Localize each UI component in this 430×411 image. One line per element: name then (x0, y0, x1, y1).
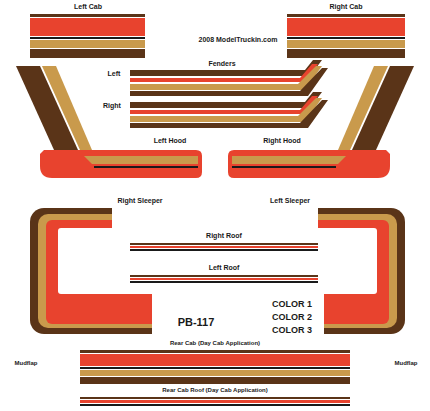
part-number: PB-117 (178, 316, 215, 328)
part-label: Right Hood (263, 137, 301, 145)
left-cab-stripe (30, 14, 145, 58)
part-label: Mudflap (15, 360, 38, 367)
right-roof-stripe (130, 243, 318, 251)
color-label: COLOR 1 (272, 300, 312, 310)
rear-cab-roof-stripe (80, 397, 350, 406)
left-fender-stripe (130, 60, 328, 96)
part-label: Left (108, 70, 121, 78)
part-label: Right Sleeper (117, 197, 162, 205)
left-roof-stripe (130, 275, 318, 283)
part-label: Left Roof (209, 264, 240, 272)
part-label: Right (103, 102, 121, 110)
part-label: Right Roof (206, 232, 242, 240)
right-fender-stripe (130, 92, 328, 128)
cab-label: Left Cab (74, 3, 102, 11)
part-label: Left Hood (154, 137, 187, 145)
part-label: Fenders (208, 60, 235, 68)
part-label: Rear Cab Roof (Day Cab Application) (162, 387, 267, 394)
cab-label: Right Cab (329, 3, 362, 11)
color-label: COLOR 3 (272, 326, 312, 336)
sleeper-stripes (30, 200, 405, 336)
part-label: Rear Cab (Day Cab Application) (170, 340, 260, 347)
part-label: Left Sleeper (270, 197, 310, 205)
part-label: Mudflap (395, 360, 418, 367)
watermark: 2008 ModelTruckin.com (199, 36, 278, 44)
right-hood-stripe (228, 66, 414, 178)
right-cab-stripe (287, 14, 405, 58)
rear-cab-stripe (80, 350, 350, 384)
left-hood-stripe (16, 66, 202, 178)
color-label: COLOR 2 (272, 313, 312, 323)
